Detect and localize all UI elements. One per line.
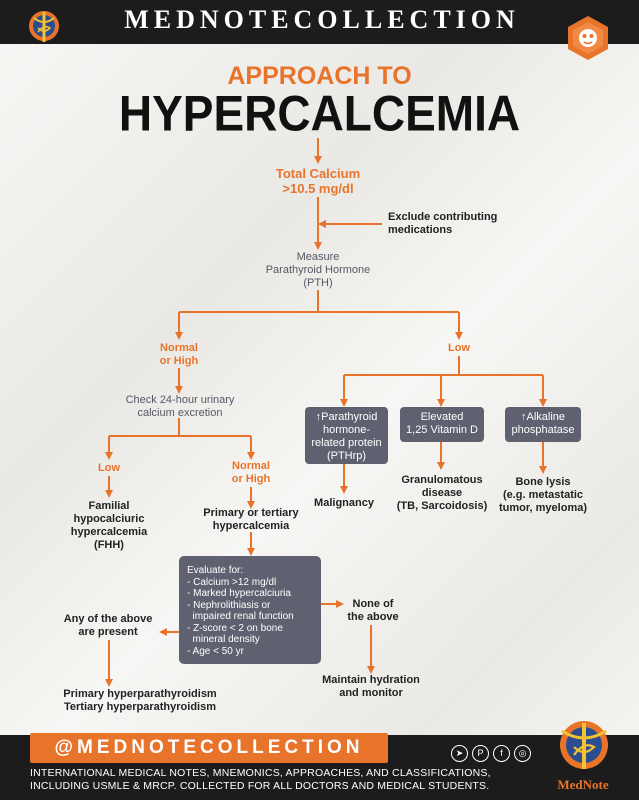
top-bar: MEDNOTECOLLECTION [0, 0, 639, 44]
check-urinary-calcium-node: Check 24-hour urinary calcium excretion [100, 394, 260, 420]
evaluate-item: mineral density [187, 634, 260, 645]
evaluate-item: - Age < 50 yr [187, 645, 244, 657]
fhh-line4: (FHH) [94, 539, 124, 551]
top-bar-title: MEDNOTECOLLECTION [124, 5, 520, 34]
total-calcium-line1: Total Calcium [275, 166, 361, 181]
footer-line1: INTERNATIONAL MEDICAL NOTES, MNEMONICS, … [30, 767, 491, 779]
granulomatous-line2: disease [421, 487, 463, 499]
evaluate-item: - Calcium >12 mg/dl [187, 576, 277, 588]
vitd-line1: Elevated [420, 411, 464, 423]
none-line1: None of [352, 598, 394, 610]
normal-high2-line2: or High [231, 473, 271, 485]
exclude-line1: Exclude contributing [388, 211, 498, 223]
any-line2: are present [78, 626, 138, 638]
alk-line2: phosphatase [511, 424, 575, 436]
mednote-caduceus-logo-icon [560, 721, 608, 769]
any-line1: Any of the above [63, 613, 153, 625]
pthrp-line3: related protein [311, 437, 382, 449]
fhh-line1: Familial [88, 500, 130, 512]
normal-high-line1: Normal [160, 342, 198, 354]
primary-tertiary-line2: hypercalcemia [212, 520, 290, 532]
mednote-logo-text: MedNote [557, 777, 609, 792]
alkaline-phosphatase-box: ↑Alkaline phosphatase [505, 407, 581, 442]
instagram-icon[interactable]: ◎ [514, 745, 531, 762]
low-urinary-label: Low [98, 462, 120, 474]
measure-line2: Parathyroid Hormone [265, 264, 371, 276]
handle-text: @MEDNOTECOLLECTION [54, 737, 364, 758]
primary-tertiary-line1: Primary or tertiary [203, 507, 299, 519]
title-approach-to: APPROACH TO [227, 62, 412, 90]
facebook-icon[interactable]: f [493, 745, 510, 762]
maintain-line2: and monitor [339, 687, 403, 699]
maintain-line1: Maintain hydration [322, 674, 420, 686]
total-calcium-line2: >10.5 mg/dl [282, 181, 354, 196]
bone-line1: Bone lysis [515, 476, 571, 488]
vitd-line2: 1,25 Vitamin D [406, 424, 478, 436]
footer-line2: INCLUDING USMLE & MRCP. COLLECTED FOR AL… [30, 780, 490, 792]
granulomatous-line3: (TB, Sarcoidosis) [396, 500, 488, 512]
none-of-above-node: None of the above [340, 598, 406, 624]
result-line1: Primary hyperparathyroidism [63, 688, 217, 700]
bone-lysis-node: Bone lysis (e.g. metastatic tumor, myelo… [486, 476, 600, 515]
check-line2: calcium excretion [137, 407, 223, 419]
fhh-line3: hypercalcemia [70, 526, 148, 538]
measure-pth-node: Measure Parathyroid Hormone (PTH) [240, 251, 396, 290]
pthrp-line2: hormone- [322, 424, 371, 436]
normal-high-line2: or High [159, 355, 199, 367]
pthrp-line1: ↑Parathyroid [315, 411, 378, 423]
normal-high2-line1: Normal [232, 460, 270, 472]
result-line2: Tertiary hyperparathyroidism [63, 701, 216, 713]
evaluate-title: Evaluate for: [187, 565, 244, 576]
handle-banner[interactable]: @MEDNOTECOLLECTION [30, 733, 388, 763]
primary-or-tertiary-node: Primary or tertiary hypercalcemia [186, 507, 316, 533]
alk-line1: ↑Alkaline [520, 411, 566, 423]
normal-or-high-label: Normal or High [139, 342, 219, 368]
caduceus-gear-icon [29, 11, 59, 42]
evaluate-item: impaired renal function [187, 611, 294, 622]
hyperparathyroidism-result-node: Primary hyperparathyroidism Tertiary hyp… [50, 688, 230, 714]
vitamin-d-box: Elevated 1,25 Vitamin D [400, 407, 484, 442]
low-label: Low [448, 342, 470, 354]
maintain-hydration-node: Maintain hydration and monitor [312, 674, 430, 700]
granulomatous-line1: Granulomatous [401, 474, 483, 486]
fhh-node: Familial hypocalciuric hypercalcemia (FH… [52, 500, 166, 552]
total-calcium-node: Total Calcium >10.5 mg/dl [250, 166, 386, 196]
pthrp-box: ↑Parathyroid hormone- related protein (P… [305, 407, 388, 464]
normal-or-high-urinary-label: Normal or High [215, 460, 287, 486]
pthrp-line4: (PTHrp) [326, 450, 367, 462]
exclude-medications-note: Exclude contributing medications [388, 211, 518, 237]
bone-line2: (e.g. metastatic [502, 489, 584, 501]
measure-line3: (PTH) [303, 277, 333, 289]
check-line1: Check 24-hour urinary [125, 394, 235, 406]
evaluate-for-box: Evaluate for: - Calcium >12 mg/dl - Mark… [179, 556, 321, 664]
measure-line1: Measure [296, 251, 340, 263]
mascot-badge-icon [568, 16, 608, 60]
granulomatous-node: Granulomatous disease (TB, Sarcoidosis) [386, 474, 498, 513]
malignancy-node: Malignancy [314, 497, 374, 509]
none-line2: the above [347, 611, 399, 623]
evaluate-item: - Marked hypercalciuria [187, 588, 291, 599]
evaluate-item: - Nephrolithiasis or [187, 599, 271, 611]
any-of-above-node: Any of the above are present [48, 613, 168, 639]
exclude-line2: medications [388, 224, 453, 236]
title-hypercalcemia: HYPERCALCEMIA [118, 84, 521, 142]
fhh-line2: hypocalciuric [73, 513, 145, 525]
evaluate-item: - Z-score < 2 on bone [187, 622, 283, 634]
bone-line3: tumor, myeloma) [498, 502, 588, 514]
footer-description: INTERNATIONAL MEDICAL NOTES, MNEMONICS, … [30, 767, 500, 793]
telegram-icon[interactable]: ➤ [451, 745, 468, 762]
pinterest-icon[interactable]: P [472, 745, 489, 762]
